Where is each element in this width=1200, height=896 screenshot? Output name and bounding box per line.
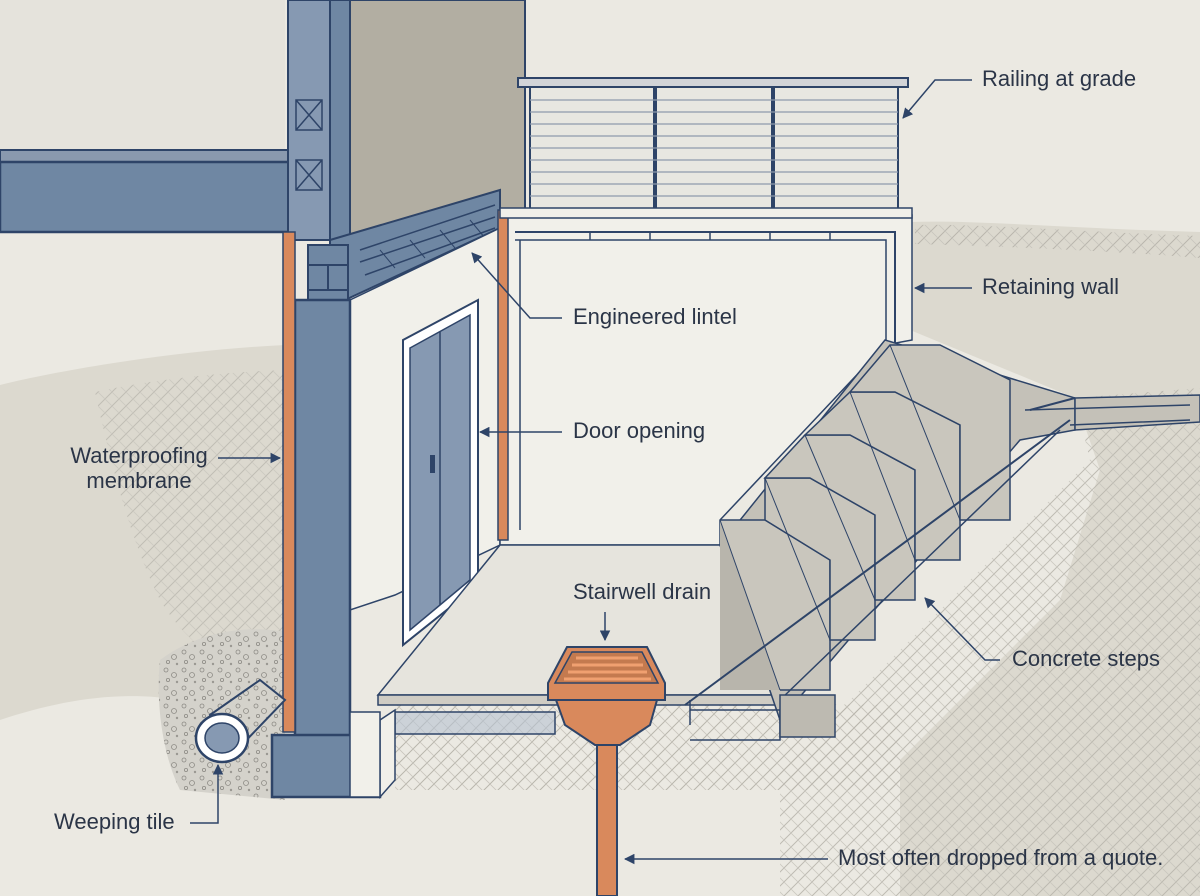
floor-beam bbox=[0, 0, 351, 241]
concrete-steps bbox=[684, 344, 1076, 741]
weeping-tile bbox=[194, 678, 287, 764]
door-label: Door opening bbox=[573, 418, 706, 443]
membrane-label: Waterproofing membrane bbox=[62, 443, 216, 494]
door bbox=[402, 298, 479, 648]
stairwell-drain bbox=[547, 646, 666, 896]
steps-label: Concrete steps bbox=[1012, 646, 1160, 671]
membrane-label-line1: Waterproofing bbox=[70, 443, 208, 468]
membrane-label-line2: membrane bbox=[86, 468, 192, 494]
foundation-wall bbox=[270, 298, 396, 799]
membrane bbox=[282, 209, 509, 733]
leader-lines bbox=[190, 79, 1000, 865]
lintel bbox=[307, 188, 501, 306]
retaining-wall-label: Retaining wall bbox=[982, 274, 1119, 299]
weeping-tile-label: Weeping tile bbox=[54, 809, 175, 834]
railing bbox=[499, 77, 913, 219]
drain-label: Stairwell drain bbox=[573, 579, 712, 604]
quote-note-label: Most often dropped from a quote. bbox=[838, 845, 1164, 870]
lintel-label: Engineered lintel bbox=[573, 304, 737, 329]
railing-label: Railing at grade bbox=[982, 66, 1137, 91]
